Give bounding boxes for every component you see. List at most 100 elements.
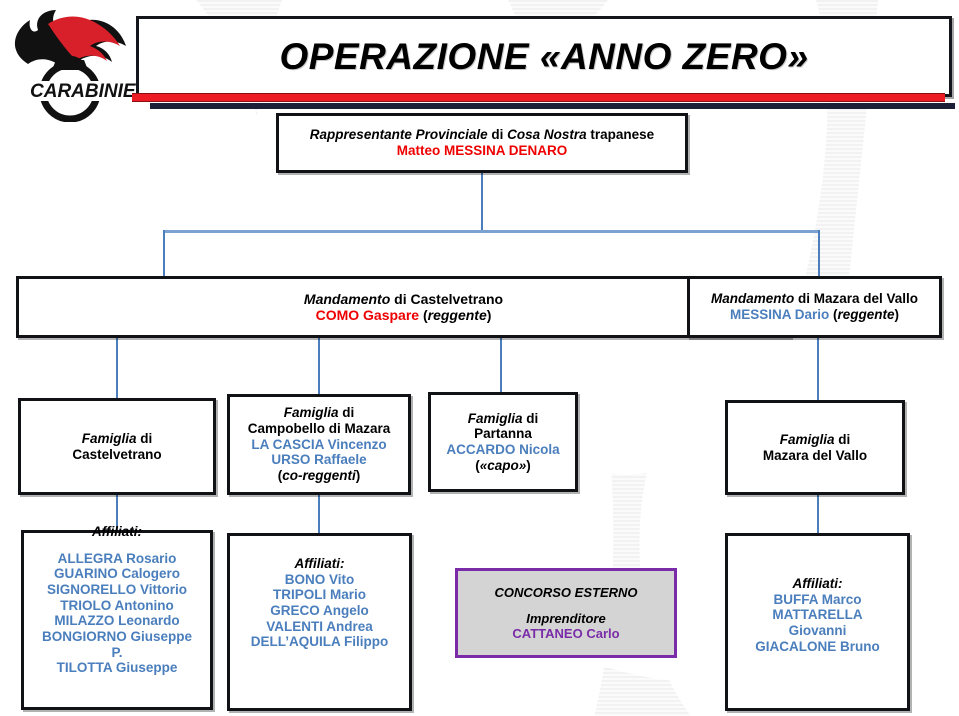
famiglia-di: di [136,430,153,446]
famiglia-label: Famiglia di [780,432,851,448]
title-rule-navy [150,103,955,109]
affiliato-item: GIACALONE Bruno [755,638,880,654]
mandamento-place: di Castelvetrano [390,290,504,307]
affiliati-heading: Affiliati: [792,576,843,591]
connector-to-famiglia-campobello [318,338,320,394]
node-mandamento-castelvetrano[interactable]: Mandamento di Castelvetrano COMO Gaspare… [16,276,791,338]
slide-title-box: OPERAZIONE «ANNO ZERO» [136,16,952,97]
connector-to-famiglia-partanna [500,338,502,392]
connector-to-affiliati-castelvetrano [116,495,118,530]
leader-name: MESSINA Dario [729,307,830,322]
connector-mandamenti-bus [163,230,819,233]
affiliato-item: TILOTTA Giuseppe [56,660,178,676]
famiglia-member: ACCARDO Nicola [446,442,560,457]
boss-role-tail: trapanese [586,127,655,143]
boss-role-mid: di [487,127,508,143]
famiglia-label: Famiglia di [82,431,153,447]
node-famiglia-mazara-del-vallo[interactable]: Famiglia di Mazara del Vallo [725,400,905,495]
role-paren-close: ) [486,307,492,323]
famiglia-label: Famiglia di [284,405,355,421]
node-rappresentante-provinciale[interactable]: Rappresentante Provinciale di Cosa Nostr… [276,113,688,173]
connector-to-mandamento-castelvetrano [163,230,165,276]
mandamento-castelvetrano-leader: COMO Gaspare (reggente) [316,307,492,323]
mandamento-place: di Mazara del Vallo [794,291,919,307]
mandamento-mazara-leader: MESSINA Dario (reggente) [730,307,899,323]
concorso-role: Imprenditore [526,610,606,626]
famiglia-place: Campobello di Mazara [247,421,391,437]
node-mandamento-mazara-del-vallo[interactable]: Mandamento di Mazara del Vallo MESSINA D… [687,276,942,338]
node-affiliati-mazara[interactable]: Affiliati: BUFFA Marco MATTARELLA Giovan… [725,533,910,711]
boss-name: Matteo MESSINA DENARO [396,143,568,158]
node-famiglia-campobello-di-mazara[interactable]: Famiglia di Campobello di Mazara LA CASC… [227,394,411,495]
affiliato-item: BUFFA Marco [773,591,862,607]
famiglia-label: Famiglia di [468,411,539,427]
affiliato-item: MATTARELLA [772,607,863,623]
leader-role: reggente [837,307,895,322]
connector-to-mandamento-mazara [818,230,820,276]
famiglia-di: di [338,405,355,421]
famiglia-word: Famiglia [81,430,137,446]
mandamento-castelvetrano-label: Mandamento di Castelvetrano [304,291,503,307]
famiglia-word: Famiglia [779,431,835,447]
affiliato-item: Giovanni [788,622,847,638]
affiliato-item: P. [111,644,123,660]
boss-role-title: Rappresentante Provinciale [309,127,488,143]
affiliato-item: TRIOLO Antonino [60,597,174,613]
affiliato-item: VALENTI Andrea [266,618,373,634]
slide-title: OPERAZIONE «ANNO ZERO» [279,35,809,77]
leader-name: COMO Gaspare [315,307,420,323]
connector-boss-down [481,173,483,231]
node-affiliati-castelvetrano[interactable]: Affiliati: ALLEGRA Rosario GUARINO Calog… [21,524,213,710]
affiliato-item: ALLEGRA Rosario [57,550,177,566]
role-paren-close: ) [526,457,531,473]
affiliato-item: GUARINO Calogero [53,566,180,582]
role-paren-close: ) [894,307,900,322]
role-paren-open: ( [422,307,428,323]
connector-to-famiglia-mazara [817,338,819,400]
role-paren-close: ) [355,467,361,483]
node-concorso-esterno[interactable]: CONCORSO ESTERNO Imprenditore CATTANEO C… [455,568,677,658]
role-paren-open: ( [833,307,838,322]
role-paren-open: ( [475,457,480,473]
famiglia-word: Famiglia [467,410,523,426]
role-word: co-reggenti [282,467,356,483]
affiliato-item: SIGNORELLO Vittorio [46,581,187,597]
famiglia-place: Castelvetrano [72,446,162,462]
node-famiglia-partanna[interactable]: Famiglia di Partanna ACCARDO Nicola («ca… [428,392,578,492]
node-famiglia-castelvetrano[interactable]: Famiglia di Castelvetrano [18,398,216,495]
affiliato-item: GRECO Angelo [270,602,369,618]
affiliato-item: TRIPOLI Mario [272,587,366,603]
concorso-title: CONCORSO ESTERNO [494,584,638,600]
famiglia-di: di [522,410,539,426]
famiglia-member: URSO Raffaele [271,452,367,468]
affiliati-heading: Affiliati: [92,524,142,539]
affiliato-item: MILAZZO Leonardo [54,613,180,629]
role-paren-open: ( [277,467,283,483]
title-rule-red [132,93,945,102]
boss-role-org: Cosa Nostra [507,127,587,143]
famiglia-member: LA CASCIA Vincenzo [251,436,387,452]
famiglia-place: Partanna [474,426,532,442]
affiliati-heading: Affiliati: [294,556,345,571]
affiliato-item: BONO Vito [284,571,355,587]
logo-wordmark: CARABINIERI [30,81,136,102]
connector-to-famiglia-castelvetrano [116,338,118,398]
connector-to-affiliati-campobello [318,495,320,533]
famiglia-role: («capo») [475,458,531,474]
role-word: «capo» [479,457,527,473]
famiglia-role: (co-reggenti) [278,468,361,484]
concorso-name: CATTANEO Carlo [512,626,620,642]
famiglia-place: Mazara del Vallo [762,447,868,463]
famiglia-word: Famiglia [283,405,339,421]
boss-role-line: Rappresentante Provinciale di Cosa Nostr… [310,127,654,143]
famiglia-di: di [834,431,851,447]
leader-role: reggente [427,307,487,323]
connector-to-affiliati-mazara [817,495,819,533]
node-affiliati-campobello[interactable]: Affiliati: BONO Vito TRIPOLI Mario GRECO… [227,533,412,711]
affiliato-item: DELL’AQUILA Filippo [250,634,389,650]
carabinieri-logo: CARABINIERI [4,4,155,123]
mandamento-mazara-label: Mandamento di Mazara del Vallo [711,291,918,307]
mandamento-word: Mandamento [710,291,795,307]
mandamento-word: Mandamento [303,290,391,307]
